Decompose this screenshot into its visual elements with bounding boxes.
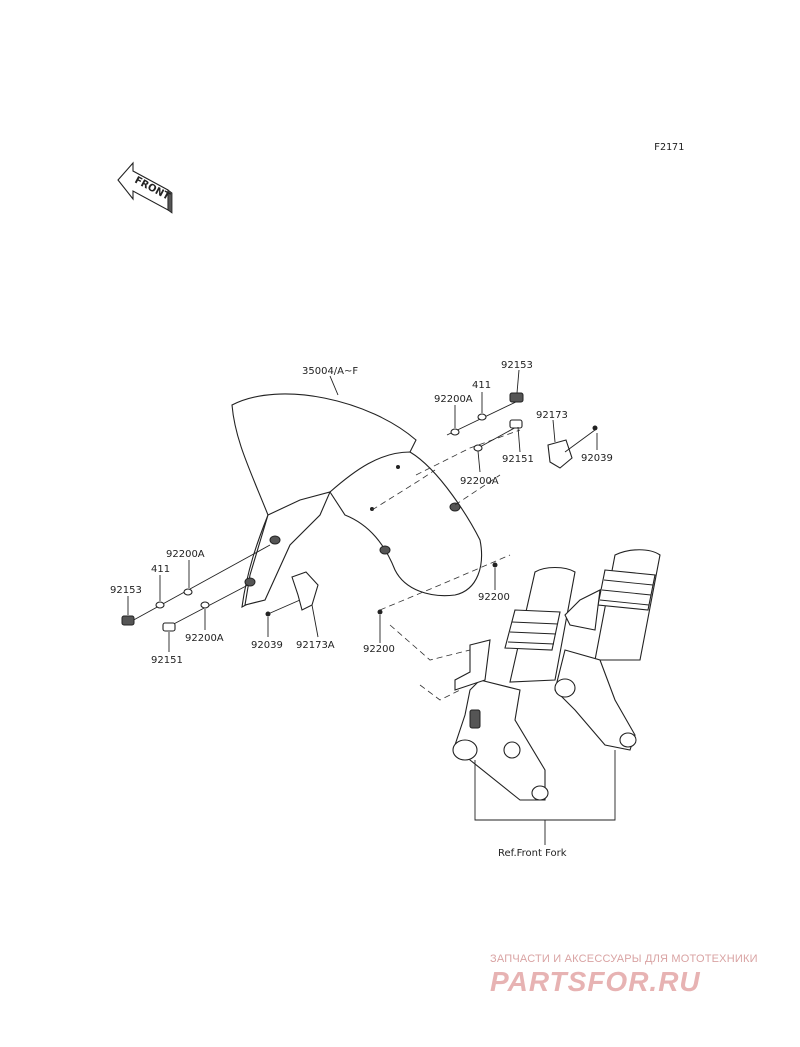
clamp-icon	[291, 571, 319, 611]
washer-icon	[200, 601, 210, 609]
assembly-line	[389, 624, 471, 661]
screw-icon	[592, 425, 598, 431]
assembly-line	[415, 429, 521, 476]
callout-label: 92200A	[185, 633, 224, 644]
watermark-logo: PARTSFOR.RU	[490, 966, 701, 997]
diagram-code: F2171	[654, 142, 684, 153]
leader-line	[129, 544, 271, 623]
washer-icon	[155, 601, 165, 609]
watermark-tagline: ЗАПЧАСТИ И АКСЕССУАРЫ ДЛЯ МОТОТЕХНИКИ	[490, 953, 758, 965]
assembly-line	[419, 684, 461, 701]
callout-label: 92151	[502, 454, 534, 465]
front-arrow-icon: FRONT	[117, 161, 173, 214]
callout-label: 92039	[251, 640, 283, 651]
callout-label: 92153	[501, 360, 533, 371]
callout-label: 92039	[581, 453, 613, 464]
leader-line	[477, 424, 521, 449]
front-fork-left	[452, 566, 576, 801]
assembly-line	[454, 474, 501, 506]
washer-icon	[492, 562, 498, 568]
bolt-icon	[509, 392, 524, 403]
assembly-line	[379, 554, 511, 611]
washer-icon	[477, 413, 487, 421]
callout-label: 411	[151, 564, 170, 575]
clamp-icon	[547, 439, 573, 469]
callout-label: 92200	[478, 592, 510, 603]
bolt-icon	[509, 419, 523, 429]
callout-label: 35004/A~F	[302, 366, 358, 377]
washer-icon	[473, 444, 483, 452]
front-fork-right	[554, 549, 661, 751]
callout-label: 92200A	[460, 476, 499, 487]
fork-ref-label: Ref.Front Fork	[498, 848, 567, 859]
bolt-icon	[121, 615, 135, 626]
callout-label: 92173A	[296, 640, 335, 651]
callout-label: 92153	[110, 585, 142, 596]
callout-label: 92200A	[166, 549, 205, 560]
bolt-icon	[162, 622, 176, 632]
washer-icon	[377, 609, 383, 615]
washer-icon	[183, 588, 193, 596]
callout-label: 92200	[363, 644, 395, 655]
callout-label: 92151	[151, 655, 183, 666]
leader-line	[267, 599, 301, 615]
callout-label: 92200A	[434, 394, 473, 405]
front-fender	[231, 393, 483, 608]
washer-icon	[450, 428, 460, 436]
callout-label: 411	[472, 380, 491, 391]
screw-icon	[265, 611, 271, 617]
leader-line	[564, 429, 596, 453]
callout-label: 92173	[536, 410, 568, 421]
